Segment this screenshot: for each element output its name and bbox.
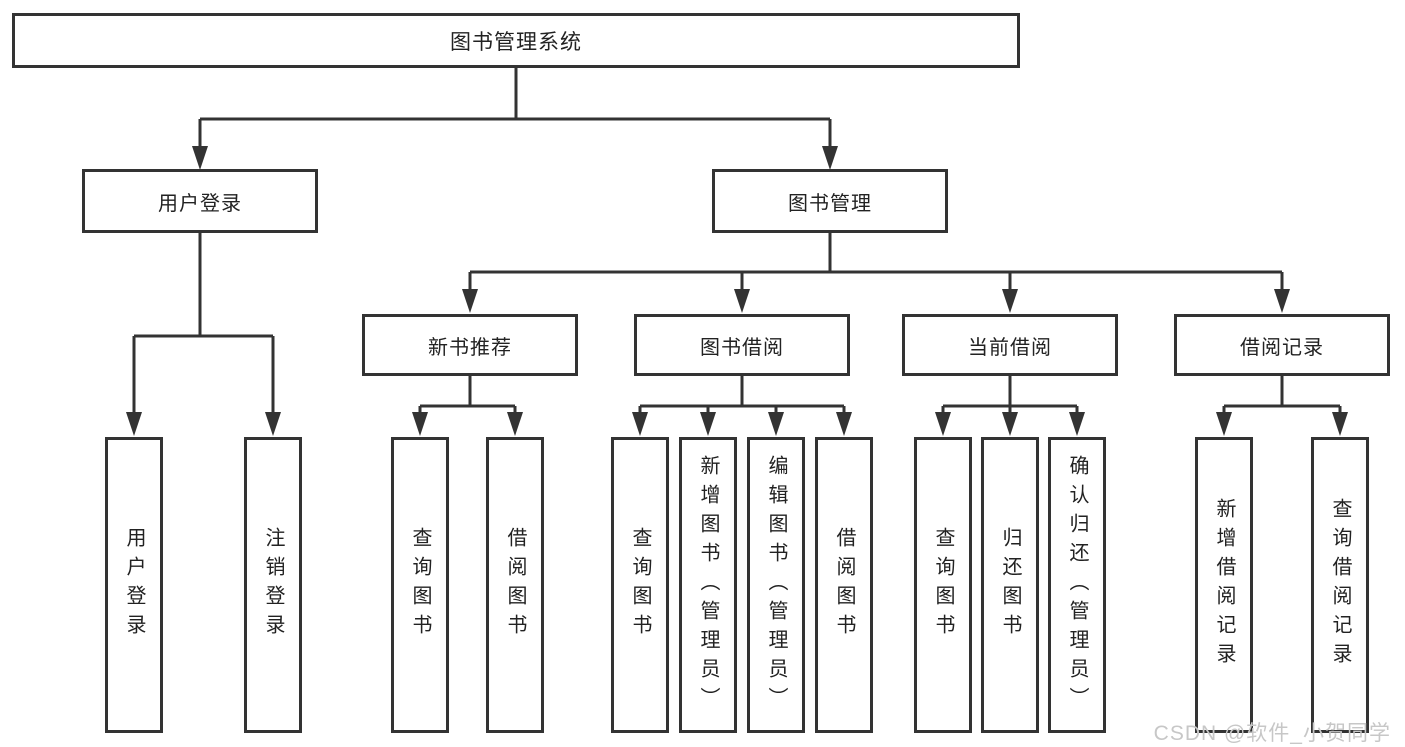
leaf-query-books: 查询图书 <box>611 437 669 733</box>
leaf-add-borrow-record: 新增借阅记录 <box>1195 437 1253 733</box>
leaf-query-borrow-record: 查询借阅记录 <box>1311 437 1369 733</box>
leaf-edit-books-admin: 编辑图书（管理员） <box>747 437 805 733</box>
node-borrowing-records: 借阅记录 <box>1174 314 1390 376</box>
leaf-borrow-books: 借阅图书 <box>486 437 544 733</box>
leaf-add-books-admin: 新增图书（管理员） <box>679 437 737 733</box>
arrowheads <box>126 146 1348 436</box>
node-new-book-recommendation: 新书推荐 <box>362 314 578 376</box>
node-library-management-system: 图书管理系统 <box>12 13 1020 68</box>
node-book-management: 图书管理 <box>712 169 948 233</box>
leaf-query-books: 查询图书 <box>391 437 449 733</box>
node-user-login: 用户登录 <box>82 169 318 233</box>
node-current-borrowing: 当前借阅 <box>902 314 1118 376</box>
leaf-user-login: 用户登录 <box>105 437 163 733</box>
leaf-return-books: 归还图书 <box>981 437 1039 733</box>
leaf-borrow-books: 借阅图书 <box>815 437 873 733</box>
csdn-watermark: CSDN @软件_小贺同学 <box>1153 722 1391 745</box>
leaf-confirm-return-admin: 确认归还（管理员） <box>1048 437 1106 733</box>
leaf-query-books: 查询图书 <box>914 437 972 733</box>
node-book-borrowing: 图书借阅 <box>634 314 850 376</box>
leaf-logout: 注销登录 <box>244 437 302 733</box>
